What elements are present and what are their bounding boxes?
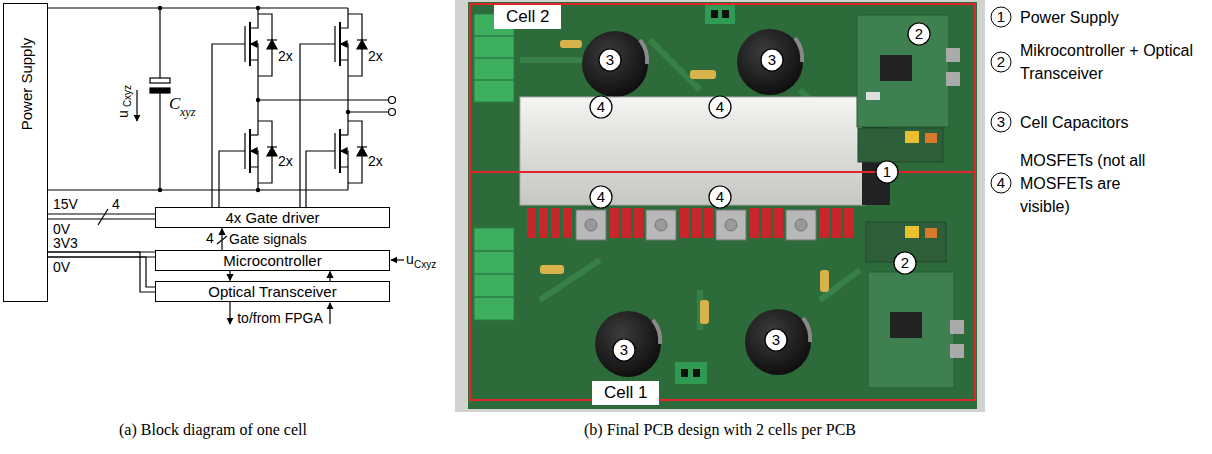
cell-label: Cell 1 (592, 381, 659, 405)
callout-number: 4 (597, 189, 605, 205)
voltage-subscript: Cxyz (122, 85, 133, 107)
callout-number: 4 (597, 99, 605, 115)
power-stage-schematic (48, 8, 404, 324)
microcontroller-box: Microcontroller (155, 250, 390, 271)
callout-number: 3 (768, 52, 776, 68)
count-label: 2x (368, 153, 383, 169)
voltage-label: 0V (53, 259, 70, 275)
callout-circles (590, 23, 930, 361)
legend-number: 1 (997, 9, 1005, 25)
legend-number: 4 (997, 175, 1005, 191)
voltage-subscript: Cxyz (414, 259, 436, 270)
connector (48, 252, 155, 292)
connector (229, 271, 230, 281)
gate-driver-box: 4x Gate driver (155, 207, 390, 228)
callout-number: 1 (883, 164, 891, 180)
callout-number: 4 (716, 189, 724, 205)
count-label: 2x (368, 48, 383, 64)
callout-number: 2 (915, 26, 923, 42)
voltage-symbol: u (406, 251, 414, 267)
voltage-label: 3V3 (53, 235, 78, 251)
bus-width: 4 (206, 230, 214, 246)
capacitor-symbol: C (169, 95, 180, 113)
node-label: Microcontroller (223, 252, 321, 269)
legend-circles (991, 7, 1011, 193)
interface-label: to/from FPGA (237, 310, 323, 326)
node-label: Power Supply (17, 38, 34, 131)
legend-text: Cell Capacitors (1020, 111, 1195, 134)
legend-number: 2 (997, 54, 1005, 70)
callout-number: 3 (620, 342, 628, 358)
legend-text: Mikrocontroller + Optical Transceiver (1020, 39, 1195, 85)
voltage-label: 15V (53, 196, 78, 212)
connector (48, 214, 155, 219)
capacitor-subscript: xyz (180, 106, 195, 119)
subfigure-caption: (b) Final PCB design with 2 cells per PC… (584, 421, 856, 439)
count-label: 2x (278, 153, 293, 169)
connector (221, 229, 222, 251)
legend-text: Power Supply (1020, 6, 1195, 29)
node-label: 4x Gate driver (225, 209, 319, 226)
legend-number: 3 (997, 114, 1005, 130)
callout-number: 2 (901, 255, 909, 271)
callout-number: 3 (606, 52, 614, 68)
legend-text: MOSFETs (not all MOSFETs are visible) (1020, 149, 1162, 218)
callout-number: 4 (716, 99, 724, 115)
power-supply-box: Power Supply (3, 3, 48, 302)
connector (329, 272, 330, 282)
transceiver-box: Optical Transceiver (155, 281, 390, 302)
bus-width: 4 (112, 196, 120, 212)
node-label: Optical Transceiver (208, 283, 336, 300)
signal-label: Gate signals (229, 231, 307, 247)
subfigure-caption: (a) Block diagram of one cell (119, 421, 307, 439)
voltage-symbol: u (115, 110, 131, 118)
pcb-photo (455, 0, 985, 412)
voltage-label: 0V (53, 221, 70, 237)
callout-number: 3 (772, 332, 780, 348)
cell-label: Cell 2 (494, 5, 561, 29)
count-label: 2x (278, 48, 293, 64)
junction-dots (158, 6, 350, 192)
connector (48, 252, 155, 257)
